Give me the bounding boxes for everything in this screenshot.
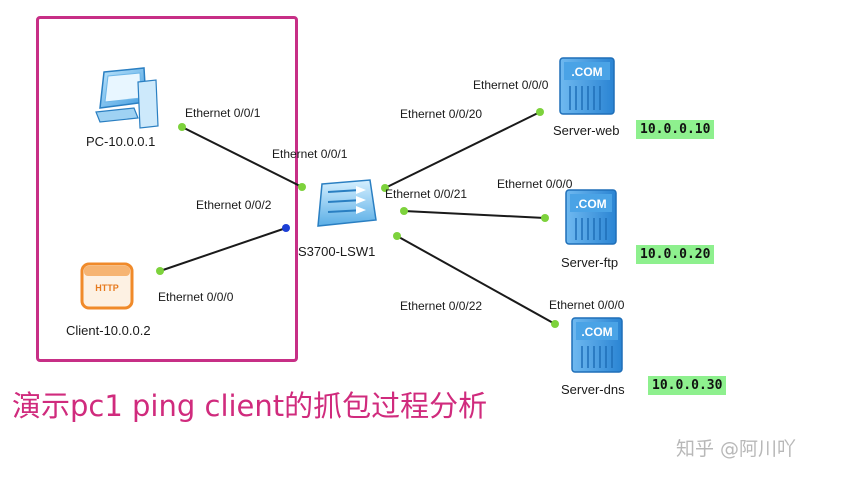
port-dot-web bbox=[536, 108, 544, 116]
port-dot-switch-dns bbox=[393, 232, 401, 240]
switch-port-ftp-label: Ethernet 0/0/21 bbox=[385, 187, 468, 201]
client-port-label: Ethernet 0/0/0 bbox=[158, 290, 234, 304]
server-web-icon[interactable]: .COM bbox=[559, 57, 615, 115]
pc-port-label: Ethernet 0/0/1 bbox=[185, 106, 261, 120]
server-web-ip: 10.0.0.10 bbox=[636, 120, 715, 139]
pc-icon[interactable] bbox=[95, 67, 159, 129]
server-dns-icon-label: .COM bbox=[581, 325, 612, 339]
port-dot-ftp bbox=[541, 214, 549, 222]
port-dot-switch-pc bbox=[298, 183, 306, 191]
client-icon-label: HTTP bbox=[95, 283, 119, 293]
switch-icon[interactable] bbox=[317, 179, 377, 227]
server-dns-name: Server-dns bbox=[561, 382, 625, 397]
dns-port-label: Ethernet 0/0/0 bbox=[549, 298, 625, 312]
server-ftp-ip: 10.0.0.20 bbox=[636, 245, 715, 264]
switch-port-dns-label: Ethernet 0/0/22 bbox=[400, 299, 483, 313]
server-ftp-icon-label: .COM bbox=[575, 197, 606, 211]
link-switch-web[interactable] bbox=[384, 111, 541, 189]
watermark: 知乎 @阿川吖 bbox=[676, 438, 797, 460]
client-name: Client-10.0.0.2 bbox=[66, 323, 151, 338]
client-icon[interactable]: HTTP bbox=[80, 262, 134, 310]
port-dot-dns bbox=[551, 320, 559, 328]
port-dot-switch-client bbox=[282, 224, 290, 232]
caption: 演示pc1 ping client的抓包过程分析 bbox=[12, 389, 488, 423]
ftp-port-label: Ethernet 0/0/0 bbox=[497, 177, 573, 191]
switch-port-web-label: Ethernet 0/0/20 bbox=[400, 107, 483, 121]
link-switch-ftp[interactable] bbox=[403, 210, 546, 219]
server-ftp-name: Server-ftp bbox=[561, 255, 619, 270]
pc-name: PC-10.0.0.1 bbox=[86, 134, 156, 149]
port-dot-switch-web bbox=[381, 184, 389, 192]
highlight-box bbox=[36, 16, 298, 362]
link-switch-dns[interactable] bbox=[396, 235, 556, 325]
server-dns-ip: 10.0.0.30 bbox=[648, 376, 727, 395]
port-dot-client bbox=[156, 267, 164, 275]
port-dot-switch-ftp bbox=[400, 207, 408, 215]
switch-name: S3700-LSW1 bbox=[298, 244, 376, 259]
port-dot-pc bbox=[178, 123, 186, 131]
link-client-switch[interactable] bbox=[159, 227, 287, 272]
server-web-icon-label: .COM bbox=[571, 65, 602, 79]
switch-port-client-label: Ethernet 0/0/2 bbox=[196, 198, 272, 212]
server-dns-icon[interactable]: .COM bbox=[571, 317, 623, 373]
link-pc-switch[interactable] bbox=[181, 126, 303, 188]
web-port-label: Ethernet 0/0/0 bbox=[473, 78, 549, 92]
server-ftp-icon[interactable]: .COM bbox=[565, 189, 617, 245]
server-web-name: Server-web bbox=[553, 123, 620, 138]
switch-port-pc-label: Ethernet 0/0/1 bbox=[272, 147, 348, 161]
